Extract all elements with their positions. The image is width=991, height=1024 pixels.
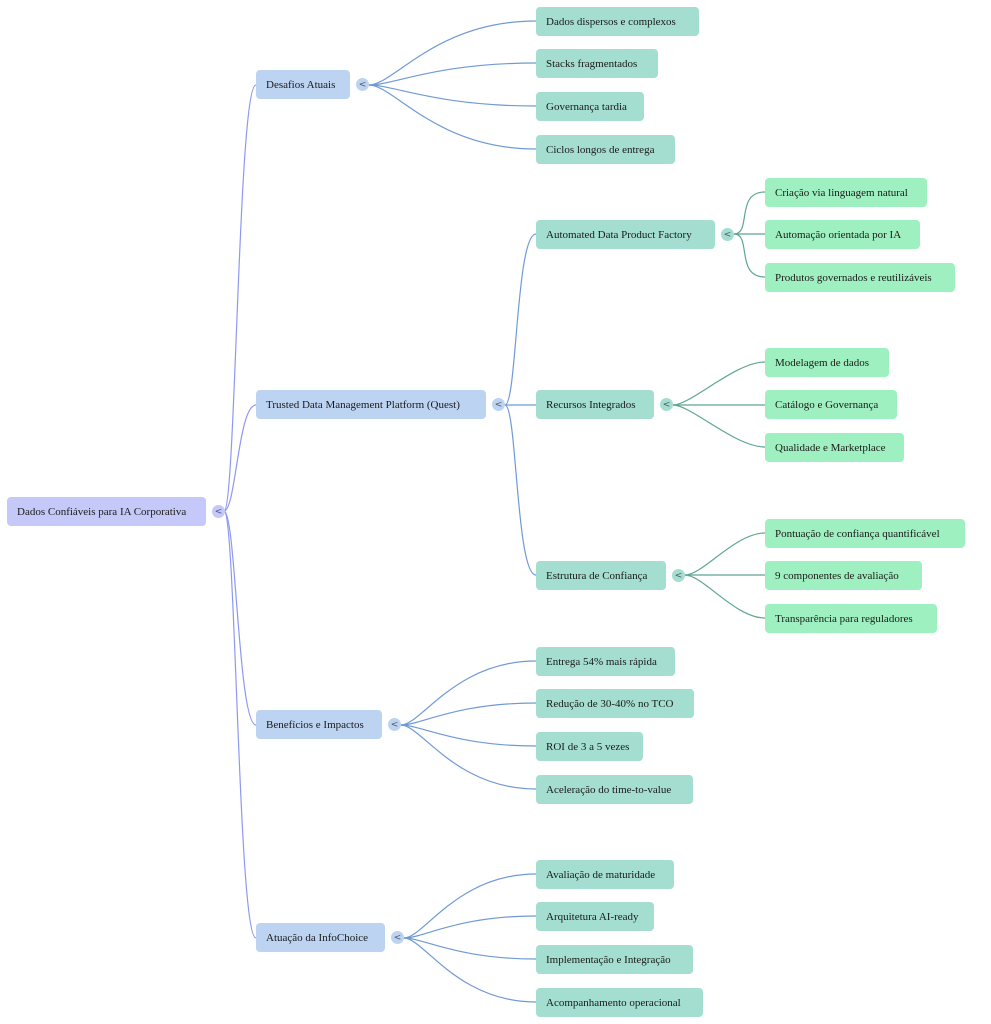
connector-line (672, 404, 766, 448)
branch-desafios-atuais[interactable]: Desafios Atuais (256, 70, 350, 99)
branch-automated-data-product-factory[interactable]: Automated Data Product Factory (536, 220, 715, 249)
leaf-node[interactable]: Avaliação de maturidade (536, 860, 674, 889)
collapse-toggle-icon[interactable]: < (356, 78, 369, 91)
leaf-node[interactable]: Transparência para reguladores (765, 604, 937, 633)
leaf-label: Redução de 30-40% no TCO (546, 697, 674, 710)
leaf-label: Produtos governados e reutilizáveis (775, 271, 932, 284)
connector-line (223, 404, 257, 512)
branch-label: Recursos Integrados (546, 398, 636, 411)
leaf-node[interactable]: Produtos governados e reutilizáveis (765, 263, 955, 292)
leaf-label: Stacks fragmentados (546, 57, 638, 70)
connector-line (368, 84, 537, 150)
leaf-label: Dados dispersos e complexos (546, 15, 676, 28)
leaf-label: Qualidade e Marketplace (775, 441, 886, 454)
leaf-label: Entrega 54% mais rápida (546, 655, 657, 668)
connector-line (733, 233, 766, 278)
leaf-label: Transparência para reguladores (775, 612, 913, 625)
branch-label: Desafios Atuais (266, 78, 336, 91)
leaf-label: Implementação e Integração (546, 953, 671, 966)
leaf-node[interactable]: Entrega 54% mais rápida (536, 647, 675, 676)
connector-line (368, 84, 537, 107)
leaf-node[interactable]: Ciclos longos de entrega (536, 135, 675, 164)
leaf-node[interactable]: Governança tardia (536, 92, 644, 121)
connector-line (403, 937, 537, 1003)
connector-line (403, 873, 537, 939)
connector-line (400, 702, 537, 726)
branch-label: Trusted Data Management Platform (Quest) (266, 398, 460, 411)
leaf-label: 9 componentes de avaliação (775, 569, 899, 582)
connector-line (400, 724, 537, 747)
collapse-toggle-icon[interactable]: < (721, 228, 734, 241)
leaf-node[interactable]: Automação orientada por IA (765, 220, 920, 249)
leaf-node[interactable]: Qualidade e Marketplace (765, 433, 904, 462)
leaf-label: Avaliação de maturidade (546, 868, 656, 881)
branch-label: Automated Data Product Factory (546, 228, 692, 241)
root-node[interactable]: Dados Confiáveis para IA Corporativa (7, 497, 206, 526)
leaf-label: Pontuação de confiança quantificável (775, 527, 940, 540)
leaf-label: Acompanhamento operacional (546, 996, 681, 1009)
connector-line (403, 915, 537, 939)
leaf-node[interactable]: Redução de 30-40% no TCO (536, 689, 694, 718)
leaf-node[interactable]: Modelagem de dados (765, 348, 889, 377)
leaf-node[interactable]: Acompanhamento operacional (536, 988, 703, 1017)
leaf-label: Arquitetura AI-ready (546, 910, 639, 923)
leaf-label: Criação via linguagem natural (775, 186, 908, 199)
leaf-node[interactable]: Arquitetura AI-ready (536, 902, 654, 931)
connector-line (733, 191, 766, 235)
leaf-node[interactable]: Pontuação de confiança quantificável (765, 519, 965, 548)
branch-trusted-data-platform[interactable]: Trusted Data Management Platform (Quest) (256, 390, 486, 419)
connector-line (223, 510, 257, 939)
collapse-toggle-icon[interactable]: < (492, 398, 505, 411)
connector-line (223, 84, 257, 512)
connector-line (368, 62, 537, 86)
collapse-toggle-icon[interactable]: < (212, 505, 225, 518)
branch-label: Atuação da InfoChoice (266, 931, 369, 944)
leaf-node[interactable]: Stacks fragmentados (536, 49, 658, 78)
connector-line (368, 20, 537, 86)
branch-label: Estrutura de Confiança (546, 569, 648, 582)
collapse-toggle-icon[interactable]: < (391, 931, 404, 944)
connector-line (400, 660, 537, 726)
leaf-node[interactable]: Implementação e Integração (536, 945, 693, 974)
leaf-label: Governança tardia (546, 100, 627, 113)
branch-beneficios-e-impactos[interactable]: Benefícios e Impactos (256, 710, 382, 739)
collapse-toggle-icon[interactable]: < (660, 398, 673, 411)
connector-line (684, 532, 766, 576)
leaf-label: Ciclos longos de entrega (546, 143, 655, 156)
leaf-label: Automação orientada por IA (775, 228, 902, 241)
branch-estrutura-de-confianca[interactable]: Estrutura de Confiança (536, 561, 666, 590)
leaf-node[interactable]: Criação via linguagem natural (765, 178, 927, 207)
connector-line (223, 510, 257, 726)
leaf-node[interactable]: Aceleração do time-to-value (536, 775, 693, 804)
root-label: Dados Confiáveis para IA Corporativa (17, 505, 187, 518)
connector-line (684, 574, 766, 619)
collapse-toggle-icon[interactable]: < (672, 569, 685, 582)
connector-line (504, 404, 537, 576)
leaf-node[interactable]: 9 componentes de avaliação (765, 561, 922, 590)
leaf-node[interactable]: Catálogo e Governança (765, 390, 897, 419)
connector-line (403, 937, 537, 960)
leaf-label: ROI de 3 a 5 vezes (546, 740, 630, 753)
connector-line (504, 233, 537, 406)
connector-line (400, 724, 537, 790)
leaf-node[interactable]: Dados dispersos e complexos (536, 7, 699, 36)
branch-atuacao-da-infochoice[interactable]: Atuação da InfoChoice (256, 923, 385, 952)
branch-recursos-integrados[interactable]: Recursos Integrados (536, 390, 654, 419)
branch-label: Benefícios e Impactos (266, 718, 364, 731)
collapse-toggle-icon[interactable]: < (388, 718, 401, 731)
connector-line (672, 361, 766, 406)
leaf-node[interactable]: ROI de 3 a 5 vezes (536, 732, 643, 761)
leaf-label: Catálogo e Governança (775, 398, 879, 411)
leaf-label: Modelagem de dados (775, 356, 870, 369)
leaf-label: Aceleração do time-to-value (546, 783, 672, 796)
